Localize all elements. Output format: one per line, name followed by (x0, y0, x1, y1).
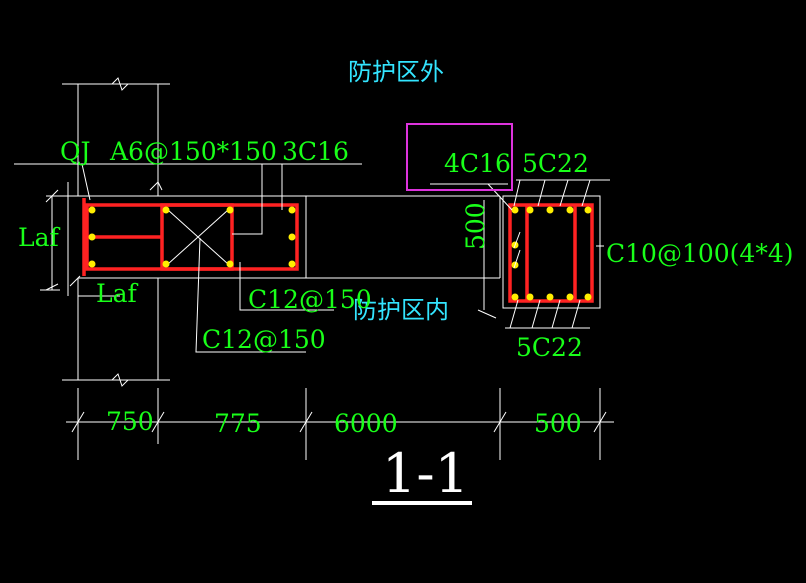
label-5c22-bottom: 5C22 (516, 333, 583, 362)
column-outline (502, 195, 601, 309)
dimension-500: 500 (534, 409, 582, 438)
label-laf-horizontal: Laf (96, 279, 139, 308)
dimension-750: 750 (106, 407, 154, 436)
diagonal-bracing (167, 209, 229, 265)
dimension-6000: 6000 (334, 409, 398, 438)
rebar-cages (82, 198, 594, 303)
rebar-bars (88, 206, 592, 301)
label-c12-a: C12@150 (248, 285, 372, 314)
zone-outside-label: 防护区外 (348, 58, 444, 86)
leader-lines (14, 163, 610, 353)
highlight-box (406, 123, 513, 191)
label-c12-b: C12@150 (202, 325, 326, 354)
label-4c16: 4C16 (444, 149, 511, 178)
label-5c22-top: 5C22 (522, 149, 589, 178)
dimension-775: 775 (214, 409, 262, 438)
label-500-vertical: 500 (461, 202, 490, 250)
label-laf-vertical: Laf (18, 223, 61, 252)
label-qj: QJ (60, 137, 91, 166)
zone-inside-label: 防护区内 (353, 296, 449, 324)
beam-outline (78, 195, 501, 279)
dimension-chain (66, 388, 614, 460)
label-3c16: 3C16 (282, 137, 349, 166)
laf-dimension-lines (40, 189, 81, 291)
label-a6: A6@150*150 (109, 137, 277, 166)
wall-outline (62, 77, 170, 387)
label-stirrup: C10@100(4*4) (606, 239, 793, 268)
section-title: 1-1 (382, 442, 469, 505)
